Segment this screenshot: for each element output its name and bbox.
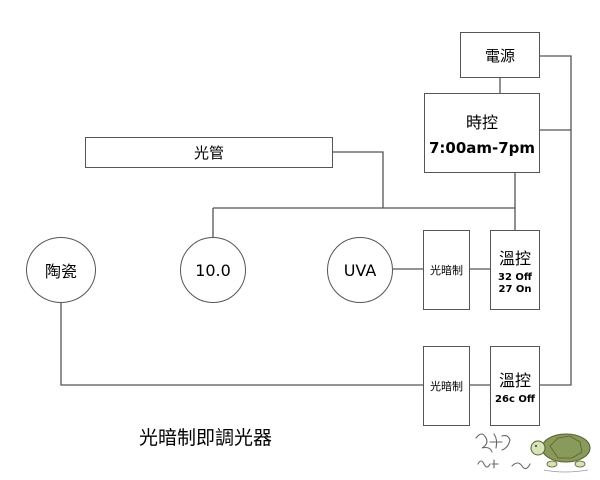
thermostat-bottom-title: 溫控: [498, 370, 531, 390]
photo-switch-bottom: 光暗制: [423, 346, 470, 426]
timer-time: 7:00am-7pm: [428, 139, 536, 157]
turtle-logo-icon: [475, 433, 591, 473]
tube-box: 光管: [85, 137, 333, 168]
thermostat-bottom-line1: 26c Off: [495, 393, 535, 405]
photo-switch-top: 光暗制: [423, 230, 470, 310]
wire-tube-bus: [333, 151, 384, 208]
thermostat-bottom: 溫控 26c Off: [490, 346, 540, 426]
ceramic-lamp: 陶瓷: [26, 237, 96, 303]
tube-label: 光管: [193, 144, 224, 162]
power-box: 電源: [460, 32, 540, 78]
wire-ceramic-photo-bottom: [60, 301, 423, 386]
uva-label: UVA: [343, 260, 377, 280]
ceramic-label: 陶瓷: [44, 262, 77, 281]
thermostat-top: 溫控 32 Off 27 On: [490, 230, 540, 310]
wire-power-right: [540, 55, 572, 386]
photo-switch-bottom-label: 光暗制: [430, 380, 463, 393]
photo-switch-top-label: 光暗制: [430, 264, 463, 277]
lamp-10-label: 10.0: [195, 260, 231, 280]
timer-box: 時控 7:00am-7pm: [424, 93, 540, 173]
uva-lamp: UVA: [327, 237, 393, 303]
diagram-caption: 光暗制即調光器: [139, 427, 273, 449]
thermostat-top-line1: 32 Off: [498, 271, 532, 283]
lamp-10: 10.0: [180, 237, 246, 303]
timer-title: 時控: [465, 113, 498, 132]
thermostat-top-line2: 27 On: [498, 283, 532, 295]
thermostat-top-title: 溫控: [498, 248, 531, 268]
power-label: 電源: [484, 46, 515, 65]
